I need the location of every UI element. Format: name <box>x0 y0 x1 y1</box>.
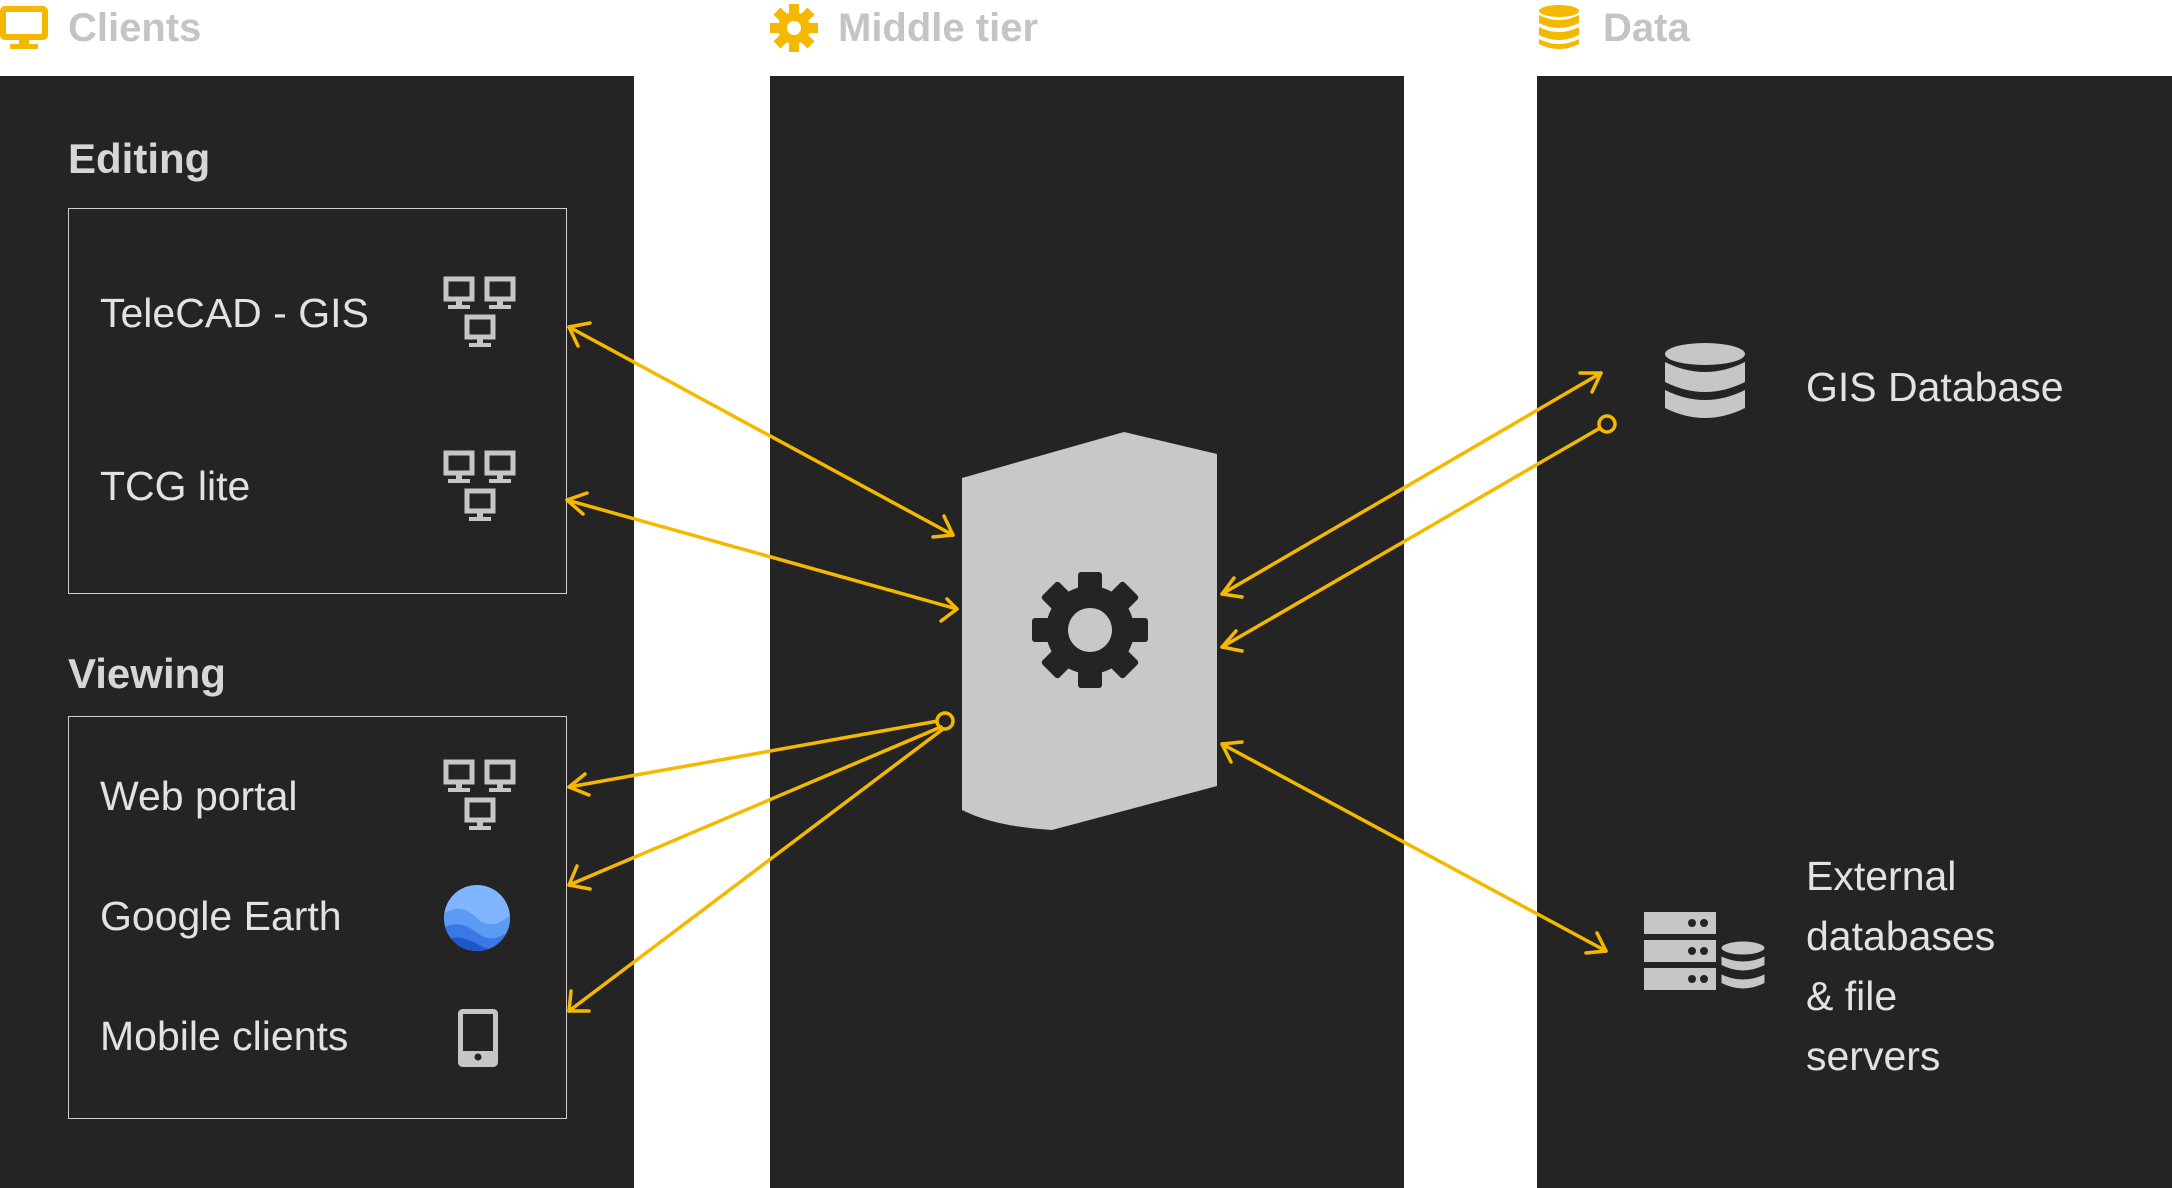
external-line-2: databases <box>1806 913 1996 959</box>
arrow-server-mobile <box>567 727 945 1013</box>
viewing-box <box>68 716 567 1119</box>
clients-panel <box>0 76 634 1188</box>
header-middle-tier: Middle tier <box>770 0 1038 56</box>
database-icon <box>1665 343 1745 418</box>
header-clients: Clients <box>0 0 201 56</box>
editing-title: Editing <box>68 135 211 182</box>
arrow-server-googleearth <box>567 725 943 887</box>
client-telecad-gis: TeleCAD - GIS <box>100 290 369 336</box>
network-icon <box>443 450 516 521</box>
arrow-server-gisdb <box>1220 371 1603 596</box>
arrow-server-external <box>1220 742 1608 953</box>
external-line-1: External <box>1806 853 1957 899</box>
gear-icon <box>770 4 818 52</box>
gis-database-label: GIS Database <box>1806 364 2064 410</box>
header-data-label: Data <box>1603 5 1690 50</box>
monitor-icon <box>0 6 48 49</box>
database-icon <box>1539 5 1579 49</box>
data-panel <box>1537 76 2172 1188</box>
external-line-4: servers <box>1806 1033 1941 1079</box>
header-data: Data <box>1535 0 1690 56</box>
client-mobile-clients: Mobile clients <box>100 1013 349 1059</box>
external-databases-label: External databases & file servers <box>1806 846 1995 1086</box>
client-web-portal: Web portal <box>100 773 298 819</box>
viewing-title: Viewing <box>68 650 226 697</box>
editing-box <box>68 208 567 594</box>
network-icon <box>443 276 516 347</box>
external-line-3: & file <box>1806 973 1898 1019</box>
server-gear-icon <box>962 432 1217 830</box>
arrow-gisdb-server <box>1220 426 1602 649</box>
arrow-server-webportal <box>567 719 940 789</box>
header-clients-label: Clients <box>68 5 202 50</box>
server-rack-database-icon <box>1644 912 1768 992</box>
mobile-phone-icon <box>458 1009 498 1067</box>
client-tcg-lite: TCG lite <box>100 463 251 509</box>
header-middle-tier-label: Middle tier <box>838 5 1039 50</box>
client-google-earth: Google Earth <box>100 893 342 939</box>
arrow-tcglite-server <box>565 498 959 611</box>
google-earth-icon <box>444 885 510 951</box>
network-icon <box>443 759 516 830</box>
arrow-telecad-server <box>567 325 955 537</box>
